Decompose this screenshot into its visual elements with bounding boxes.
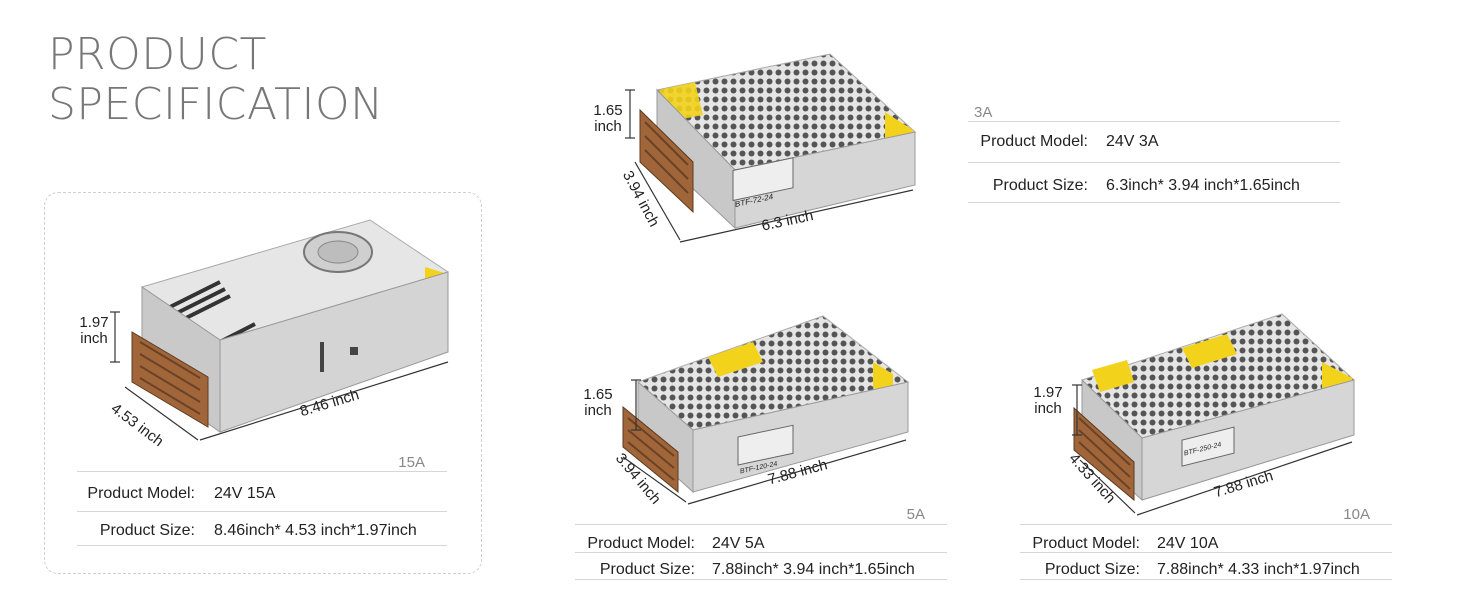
spec-table-5a: 5A Product Model: 24V 5A Product Size: 7… (575, 506, 947, 586)
divider (575, 552, 947, 553)
divider (77, 511, 447, 512)
caption-5a: 5A (906, 506, 925, 523)
size-row-3a: Product Size: 6.3inch* 3.94 inch*1.65inc… (992, 177, 1300, 194)
caption-3a: 3A (974, 104, 993, 121)
spec-table-10a: 10A Product Model: 24V 10A Product Size:… (1020, 506, 1392, 586)
model-row-15a: Product Model: 24V 15A (87, 485, 276, 502)
divider (968, 202, 1340, 203)
model-row-3a: Product Model: 24V 3A (980, 133, 1159, 150)
title-line-1: PRODUCT (48, 29, 267, 80)
divider (1020, 552, 1392, 553)
page-title: PRODUCT SPECIFICATION (48, 30, 384, 130)
product-image-15a (110, 219, 450, 441)
divider (575, 524, 947, 525)
product-image-10a: BTF-250-24 (1072, 313, 1356, 516)
size-row-5a: Product Size: 7.88inch* 3.94 inch*1.65in… (599, 561, 915, 578)
product-card-15a (44, 192, 482, 574)
size-row-10a: Product Size: 7.88inch* 4.33 inch*1.97in… (1044, 561, 1360, 578)
product-image-5a: BTF-120-24 (622, 315, 910, 505)
spec-table-3a: 3A Product Model: 24V 3A Product Size: 6… (968, 102, 1340, 204)
divider (1020, 579, 1392, 580)
model-row-10a: Product Model: 24V 10A (1032, 535, 1219, 552)
divider (968, 162, 1340, 163)
divider (968, 121, 1340, 122)
caption-15a: 15A (398, 454, 425, 471)
product-image-3a: BTF-72-24 (625, 53, 917, 243)
title-line-2: SPECIFICATION (48, 79, 384, 130)
divider (1020, 524, 1392, 525)
caption-10a: 10A (1343, 506, 1370, 523)
divider (77, 545, 447, 546)
divider (77, 471, 447, 472)
divider (575, 579, 947, 580)
size-row-15a: Product Size: 8.46inch* 4.53 inch*1.97in… (99, 522, 417, 539)
model-row-5a: Product Model: 24V 5A (587, 535, 765, 552)
spec-table-15a: 15A Product Model: 24V 15A Product Size:… (77, 452, 447, 552)
